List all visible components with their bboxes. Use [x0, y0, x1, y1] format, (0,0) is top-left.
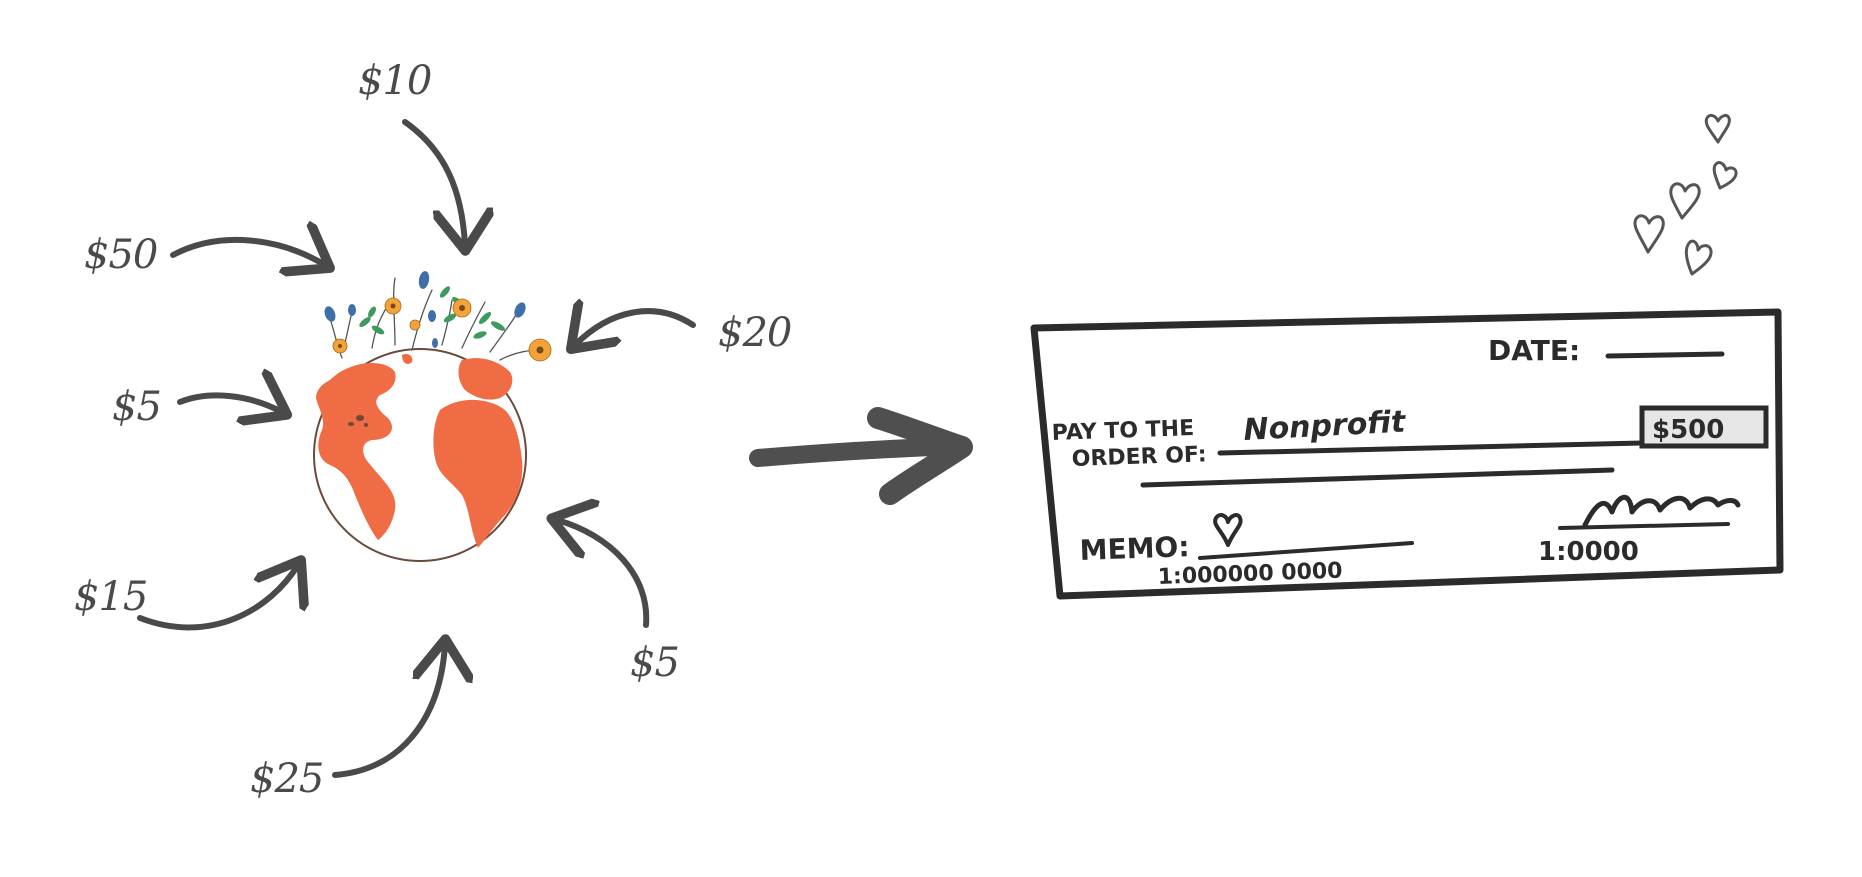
donation-amount-top: $10	[358, 58, 432, 104]
heart-icon	[1704, 113, 1731, 144]
check: DATE: PAY TO THE ORDER OF: Nonprofit $50…	[1030, 308, 1784, 600]
arrow-icon	[557, 520, 650, 628]
check-memo-label: MEMO:	[1079, 530, 1190, 567]
globe-icon	[313, 348, 527, 562]
check-routing-right: 1:0000	[1538, 537, 1639, 567]
check-payee: Nonprofit	[1243, 404, 1408, 448]
arrow-icon	[332, 645, 445, 778]
donation-amount-lower-left: $15	[74, 574, 148, 620]
heart-icon	[1684, 239, 1713, 276]
heart-icon	[1213, 513, 1243, 547]
arrow-icon	[575, 311, 696, 345]
donation-amount-lower-right: $5	[630, 640, 680, 686]
donation-amount-right: $20	[718, 310, 792, 356]
arrow-icon	[170, 240, 325, 265]
signature-icon	[1582, 494, 1741, 528]
check-date-label: DATE:	[1488, 334, 1580, 367]
donation-amount-bottom: $25	[250, 756, 324, 802]
heart-icon	[1669, 182, 1701, 220]
arrow-icon	[137, 565, 298, 631]
heart-icon	[1712, 161, 1738, 190]
heart-icon	[1633, 214, 1665, 254]
donation-amount-upper-left: $50	[84, 232, 158, 278]
donation-amount-left: $5	[112, 384, 162, 430]
check-pay-to-line1: PAY TO THE	[1051, 416, 1194, 446]
arrow-icon	[402, 119, 465, 245]
arrow-icon	[749, 407, 973, 505]
arrow-icon	[177, 395, 282, 412]
flower-icon	[324, 271, 552, 362]
check-amount: $500	[1652, 415, 1724, 445]
check-pay-to-line2: ORDER OF:	[1071, 442, 1207, 472]
